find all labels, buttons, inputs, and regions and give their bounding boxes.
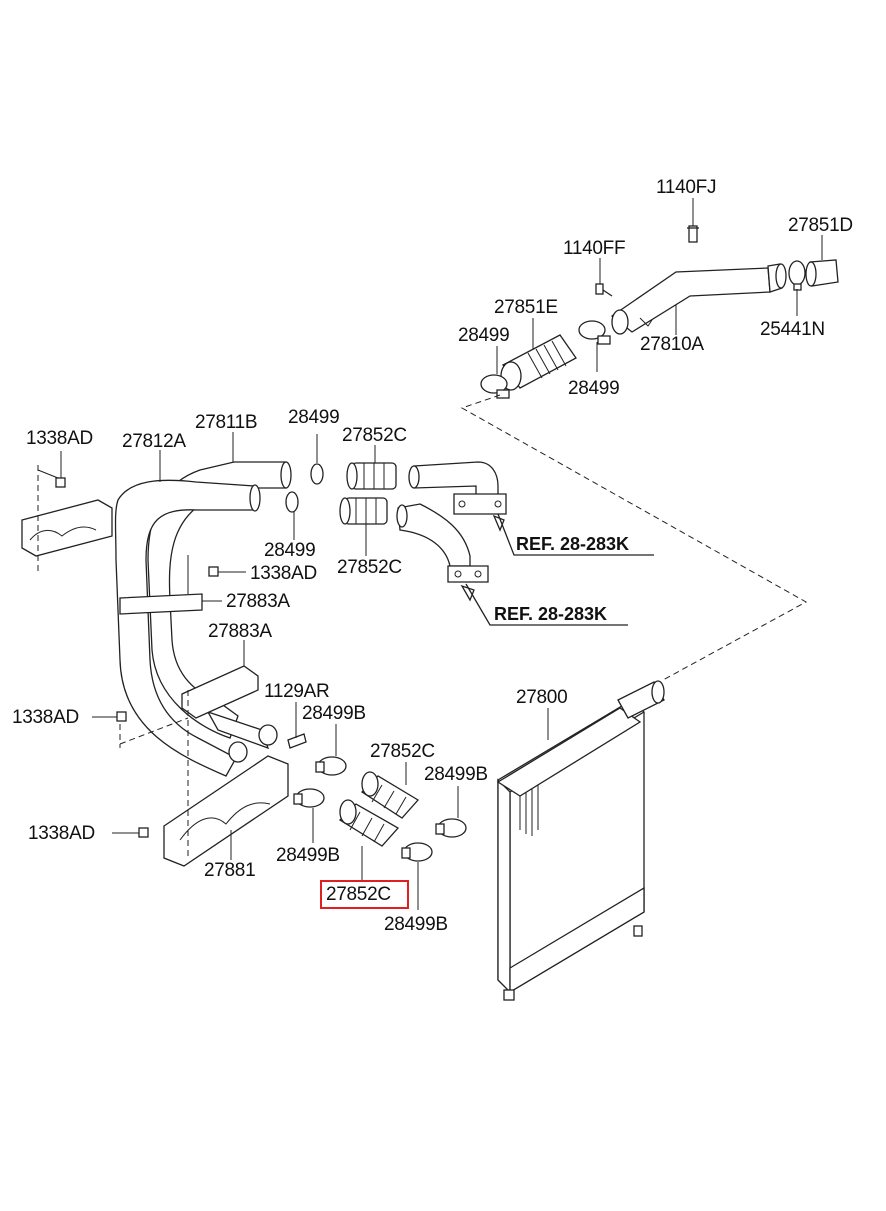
- label-28499-upper-left: 28499: [458, 325, 510, 346]
- nut-1338AD-mid: [208, 566, 246, 577]
- label-1338AD-upper: 1338AD: [26, 428, 93, 449]
- clamp-28499-upper-left: [480, 346, 510, 399]
- hose-27852C-highlighted: [338, 799, 400, 882]
- bracket-upper-left: [21, 465, 113, 575]
- hose-27852C-second: [339, 497, 388, 556]
- highlight-box: [320, 880, 409, 909]
- label-25441N: 25441N: [760, 319, 825, 340]
- label-27881: 27881: [204, 860, 256, 881]
- bolt-1140FF: [595, 258, 613, 297]
- clamp-28499B-bottom: [401, 842, 433, 910]
- intercooler-27800: [496, 680, 665, 1001]
- clamp-25441N: [788, 260, 806, 316]
- ref-label-upper: REF. 28-283K: [516, 534, 630, 554]
- label-28499B-bottom: 28499B: [384, 914, 448, 935]
- bolt-1129AR: [287, 702, 307, 749]
- label-28499B-right: 28499B: [424, 764, 488, 785]
- label-27852C-lower-upper: 27852C: [370, 741, 435, 762]
- label-1338AD-mid: 1338AD: [250, 563, 317, 584]
- label-27883A-upper: 27883A: [226, 591, 290, 612]
- label-27851E: 27851E: [494, 297, 558, 318]
- label-27851D: 27851D: [788, 215, 853, 236]
- label-27852C-upper: 27852C: [342, 425, 407, 446]
- pipe-27810A: [610, 263, 787, 335]
- clamp-28499B-left: [293, 788, 325, 843]
- label-1338AD-bottom: 1338AD: [28, 823, 95, 844]
- label-27852C-second: 27852C: [337, 557, 402, 578]
- pipe-27812A: [114, 450, 261, 777]
- label-1140FF: 1140FF: [563, 238, 626, 259]
- nut-1338AD-lower-left: [92, 711, 127, 748]
- label-27800: 27800: [516, 687, 568, 708]
- clamp-28499-upper-right: [578, 320, 611, 372]
- nut-1338AD-bottom: [112, 827, 149, 838]
- hose-27852C-lower-upper: [360, 762, 420, 819]
- label-27812A: 27812A: [122, 431, 186, 452]
- nut-1338AD-upper: [55, 451, 66, 488]
- hose-27851E: [500, 318, 577, 391]
- clamp-28499B-upper: [315, 724, 347, 776]
- hose-end-lower-pipes: [206, 710, 278, 763]
- elbow-pipe-lower: [396, 503, 628, 626]
- label-1140FJ: 1140FJ: [656, 177, 717, 198]
- label-28499-top: 28499: [288, 407, 340, 428]
- hose-27851D: [805, 235, 839, 287]
- label-27810A: 27810A: [640, 334, 704, 355]
- label-27883A-lower: 27883A: [208, 621, 272, 642]
- clamp-28499-second: [285, 491, 299, 540]
- label-28499B-left: 28499B: [276, 845, 340, 866]
- ref-label-lower: REF. 28-283K: [494, 604, 608, 624]
- clamp-28499B-right: [435, 786, 467, 838]
- bolt-1140FJ: [687, 198, 699, 243]
- label-28499-upper-right: 28499: [568, 378, 620, 399]
- clamp-28499-top: [310, 434, 324, 485]
- label-28499-second: 28499: [264, 540, 316, 561]
- label-27852C-highlighted[interactable]: 27852C: [326, 884, 391, 905]
- clamp-27883A-lower: [181, 640, 259, 719]
- hose-27852C-upper: [346, 445, 397, 490]
- label-27811B: 27811B: [195, 412, 258, 433]
- label-28499B-upper: 28499B: [302, 703, 366, 724]
- label-1338AD-lower-left: 1338AD: [12, 707, 79, 728]
- elbow-pipe-upper: [408, 461, 654, 556]
- label-1129AR: 1129AR: [264, 681, 330, 702]
- bracket-27881: [119, 690, 289, 867]
- clamp-27883A-upper: [119, 555, 222, 615]
